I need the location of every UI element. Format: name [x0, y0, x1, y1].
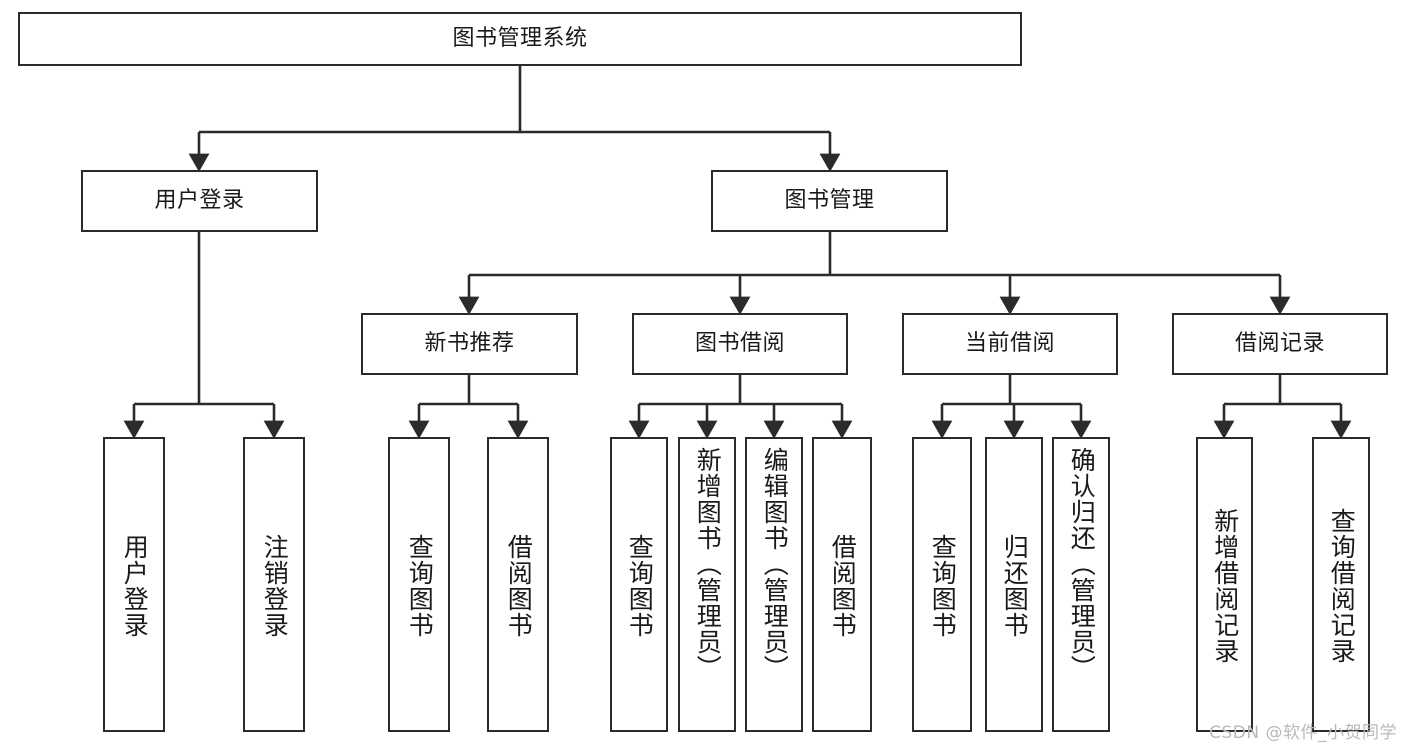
node-leaf-query-borrow-record[interactable]: 查询借阅记录 — [1312, 437, 1370, 732]
node-label: 查询图书 — [928, 533, 958, 638]
watermark-text: CSDN @软件_小贺同学 — [1209, 723, 1397, 743]
node-label: 当前借阅 — [964, 330, 1055, 356]
node-label: 用户登录 — [154, 187, 245, 213]
node-root[interactable]: 图书管理系统 — [18, 12, 1022, 66]
node-leaf-confirm-return-admin[interactable]: 确认归还（管理员） — [1052, 437, 1110, 732]
node-label: 借阅记录 — [1234, 330, 1325, 356]
node-leaf-edit-book-admin[interactable]: 编辑图书（管理员） — [745, 437, 803, 732]
node-label: 借阅图书 — [504, 533, 534, 638]
node-label: 用户登录 — [120, 533, 150, 638]
node-level2-book-management[interactable]: 图书管理 — [711, 170, 948, 232]
node-level3-book-borrow[interactable]: 图书借阅 — [632, 313, 848, 375]
node-label: 图书管理系统 — [452, 25, 588, 51]
node-leaf-add-borrow-record[interactable]: 新增借阅记录 — [1196, 437, 1253, 732]
node-level2-user-login[interactable]: 用户登录 — [81, 170, 318, 232]
node-leaf-add-book-admin[interactable]: 新增图书（管理员） — [678, 437, 736, 732]
node-label: 归还图书 — [1000, 533, 1030, 638]
node-leaf-query-book-borrow[interactable]: 查询图书 — [610, 437, 668, 732]
node-label: 新书推荐 — [424, 330, 515, 356]
node-leaf-query-book-current[interactable]: 查询图书 — [912, 437, 972, 732]
node-leaf-logout[interactable]: 注销登录 — [243, 437, 305, 732]
node-leaf-borrow-book-rec[interactable]: 借阅图书 — [487, 437, 549, 732]
node-label: 编辑图书（管理员） — [760, 447, 790, 681]
node-label: 借阅图书 — [828, 533, 858, 638]
node-level3-borrow-records[interactable]: 借阅记录 — [1172, 313, 1388, 375]
node-label: 新增图书（管理员） — [693, 447, 723, 681]
node-leaf-query-book-rec[interactable]: 查询图书 — [388, 437, 450, 732]
node-level3-current-borrow[interactable]: 当前借阅 — [902, 313, 1118, 375]
node-label: 查询图书 — [405, 533, 435, 638]
node-label: 图书借阅 — [694, 330, 785, 356]
node-label: 图书管理 — [784, 187, 875, 213]
node-level3-new-book-recommend[interactable]: 新书推荐 — [361, 313, 578, 375]
node-label: 查询借阅记录 — [1327, 507, 1357, 664]
node-label: 注销登录 — [260, 533, 290, 638]
node-leaf-user-login[interactable]: 用户登录 — [103, 437, 165, 732]
node-label: 查询图书 — [625, 533, 655, 638]
node-leaf-borrow-book[interactable]: 借阅图书 — [812, 437, 872, 732]
node-leaf-return-book[interactable]: 归还图书 — [985, 437, 1043, 732]
node-label: 确认归还（管理员） — [1067, 447, 1097, 681]
node-label: 新增借阅记录 — [1210, 507, 1240, 664]
